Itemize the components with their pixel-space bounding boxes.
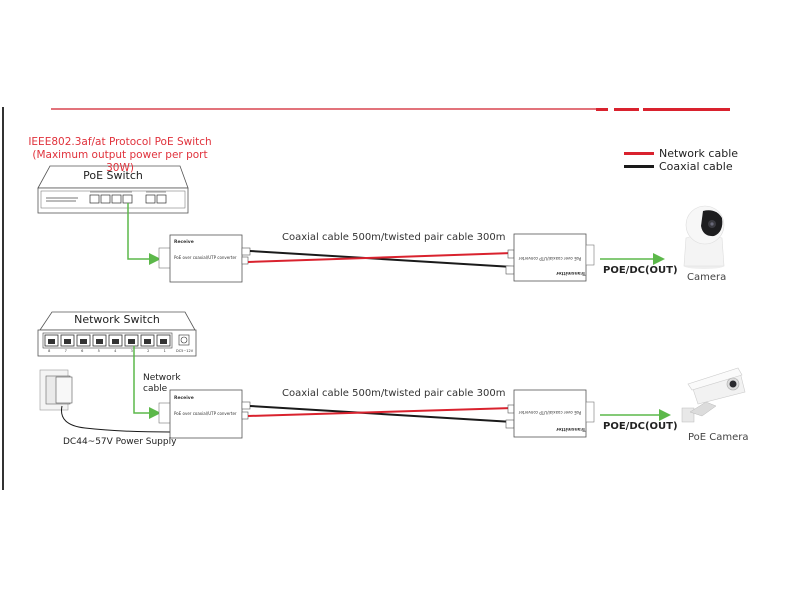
legend-label: Coaxial cable: [659, 160, 733, 173]
bottom-transmitter-converter: [505, 389, 595, 438]
top-cable-caption: Coaxial cable 500m/twisted pair cable 30…: [282, 232, 506, 243]
bottom-transmitter-subtitle: PoE over coaxial/UTP converter: [518, 410, 582, 415]
poe-switch-caption-line2: (Maximum output power per port 30W): [32, 149, 208, 174]
bottom-output-label: POE/DC(OUT): [603, 421, 678, 432]
camera-label: Camera: [687, 272, 727, 283]
port-number-row: 8 7 6 5 4 3 2 1: [41, 349, 173, 353]
poe-camera-icon: [681, 367, 746, 423]
dc-power-port: [178, 334, 190, 346]
port-number: 6: [81, 349, 84, 353]
bottom-receiver-title: Receive: [174, 396, 194, 401]
port-number: 3: [130, 349, 133, 353]
top-output-label: POE/DC(OUT): [603, 265, 678, 276]
top-network-cable: [247, 252, 514, 263]
power-supply-label: DC44~57V Power Supply: [63, 437, 177, 447]
top-receiver-converter: [158, 234, 251, 283]
bottom-coaxial-cable: [249, 405, 514, 423]
top-transmitter-converter: [505, 233, 595, 282]
header-rule: [51, 108, 596, 110]
camera-icon: [683, 205, 725, 269]
top-transmitter-subtitle: PoE over coaxial/UTP converter: [518, 256, 582, 261]
legend-swatch-red: [624, 152, 654, 155]
legend-swatch-black: [624, 165, 654, 168]
poe-camera-label: PoE Camera: [688, 432, 749, 443]
bottom-cable-caption: Coaxial cable 500m/twisted pair cable 30…: [282, 388, 506, 399]
bottom-network-cable: [247, 407, 514, 417]
network-cable-label-line1: Network: [143, 373, 181, 383]
legend-label: Network cable: [659, 147, 739, 160]
port-number: 5: [97, 349, 100, 353]
power-adapter-icon: [39, 369, 73, 411]
port-number: 2: [147, 349, 150, 353]
poe-switch-caption-line1: IEEE802.3af/at Protocol PoE Switch: [28, 136, 212, 148]
bottom-transmitter-title: Transmitter: [556, 426, 586, 431]
header-rule-segment: [596, 108, 608, 111]
bottom-receiver-converter: [158, 389, 251, 439]
bottom-receiver-subtitle: PoE over coaxial/UTP converter: [174, 411, 237, 416]
poe-switch-ports: [89, 194, 167, 204]
header-rule-segment: [614, 108, 639, 111]
legend-item-network-cable: Network cable: [624, 147, 738, 160]
bottom-network-cable-arrow: [133, 346, 161, 419]
network-switch: [37, 311, 197, 357]
top-network-cable-arrow: [127, 203, 161, 265]
top-transmitter-title: Transmitter: [556, 270, 586, 275]
legend: Network cable Coaxial cable: [624, 147, 738, 173]
header-rule-segment: [643, 108, 730, 111]
power-supply-cable: [60, 405, 171, 433]
port-number: 8: [48, 349, 51, 353]
port-number: 7: [64, 349, 67, 353]
port-number: 4: [114, 349, 117, 353]
legend-item-coaxial-cable: Coaxial cable: [624, 160, 738, 173]
left-border-rule: [2, 107, 4, 490]
top-receiver-subtitle: PoE over coaxial/UTP converter: [174, 255, 237, 260]
top-receiver-title: Receive: [174, 240, 194, 245]
poe-switch: [37, 165, 189, 214]
poe-switch-name: PoE Switch: [83, 169, 143, 182]
network-switch-name: Network Switch: [74, 313, 160, 326]
port-number: 1: [163, 349, 166, 353]
network-cable-label: Network cable: [143, 373, 181, 395]
top-coaxial-cable: [249, 250, 514, 268]
network-cable-label-line2: cable: [143, 384, 168, 394]
poe-switch-caption: IEEE802.3af/at Protocol PoE Switch (Maxi…: [20, 136, 220, 175]
dc-port-label: DC5~12V: [176, 349, 194, 353]
